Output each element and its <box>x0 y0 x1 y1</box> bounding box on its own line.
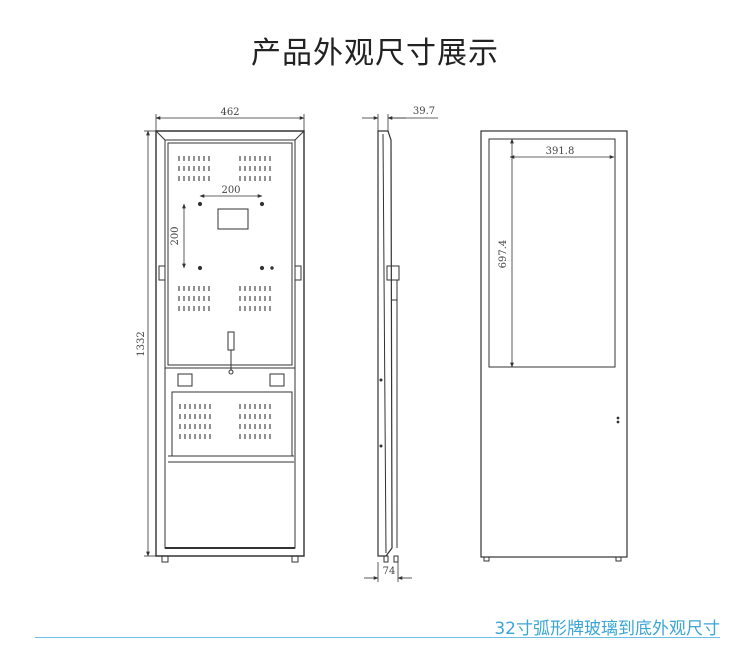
dim-vesa-v-label: 200 <box>170 226 181 245</box>
speaker-right <box>269 373 285 387</box>
side-bracket <box>386 265 400 281</box>
screen-view <box>480 130 628 562</box>
front-inner-frame <box>164 139 296 549</box>
dim-side-bottom-label: 74 <box>383 566 396 577</box>
page-title: 产品外观尺寸展示 <box>251 36 499 71</box>
dim-front-width <box>155 114 305 131</box>
dim-vesa-h-label: 200 <box>221 185 240 196</box>
dim-side-bottom <box>364 562 412 582</box>
dim-front-height <box>144 130 156 557</box>
display-area <box>488 138 616 368</box>
dim-side-top-label: 39.7 <box>413 106 435 117</box>
screen-outer <box>480 130 628 558</box>
dim-front-height-label: 1332 <box>136 331 147 356</box>
front-view <box>155 130 305 563</box>
caption: 32寸弧形牌玻璃到底外观尺寸 <box>494 619 720 639</box>
side-view <box>377 130 400 563</box>
vesa-holes <box>197 201 274 271</box>
speaker-left <box>177 373 193 387</box>
dim-front-width-label: 462 <box>220 107 239 118</box>
dim-screen-height-label: 697.4 <box>498 240 509 269</box>
dim-side-top <box>362 114 438 131</box>
label-plate <box>217 208 249 230</box>
caption-divider <box>35 637 720 638</box>
cable-connector <box>227 331 235 351</box>
vent-grids <box>178 156 271 439</box>
front-outer-frame <box>155 130 305 557</box>
upper-panel <box>167 142 293 366</box>
dim-screen-width-label: 391.8 <box>546 146 575 157</box>
